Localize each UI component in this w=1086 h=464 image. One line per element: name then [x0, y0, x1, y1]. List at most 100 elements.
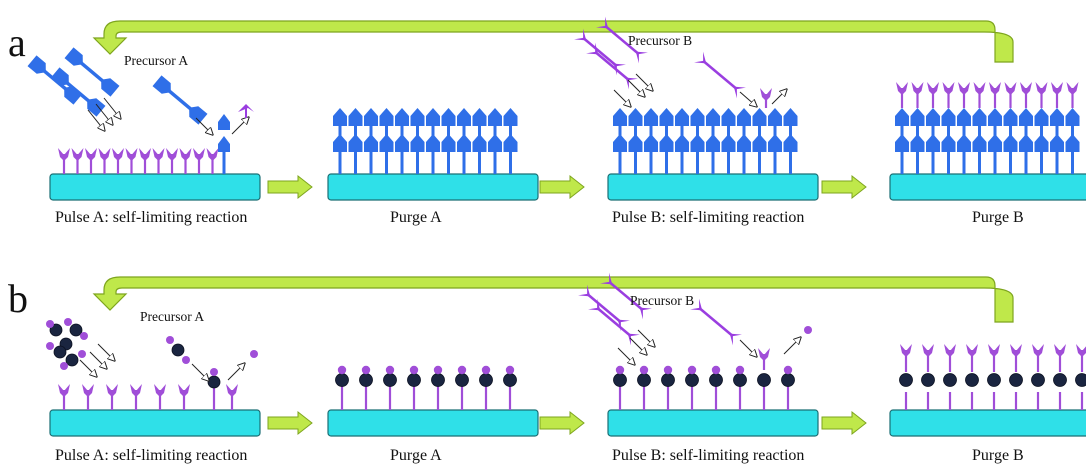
panel-letter-a: a [8, 20, 26, 65]
top-ligand [1076, 344, 1086, 372]
flow-arrow [79, 359, 96, 376]
top-ligand [1004, 82, 1017, 108]
precursor-a-molecule [50, 67, 106, 117]
top-ligand [966, 344, 978, 372]
surface-unit [628, 108, 643, 174]
atom-purple [615, 365, 625, 375]
top-ligand [900, 344, 912, 372]
flow-arrow [637, 329, 654, 346]
atom-purple [481, 365, 491, 375]
surface-unit [379, 108, 394, 174]
surface-unit [426, 108, 440, 174]
substrates [49, 173, 1086, 437]
surface-unit [972, 108, 987, 174]
atom-purple [78, 350, 86, 358]
surface-ligand [58, 384, 70, 410]
atom-dark [503, 373, 517, 387]
atom-purple [361, 365, 371, 375]
atom-dark [733, 373, 747, 387]
atom-purple [783, 365, 793, 375]
top-ligand [1051, 82, 1063, 108]
caption-a-purge-b: Purge B [972, 209, 1024, 226]
cycle-arrow-a [92, 20, 1014, 63]
surface-ligand [139, 148, 151, 174]
atom-purple [505, 365, 515, 375]
surface-unit [613, 108, 627, 174]
surface-unit [410, 108, 425, 174]
atom-purple [457, 365, 467, 375]
surface-unit [690, 108, 705, 174]
substrate [889, 173, 1086, 201]
atom-dark [781, 373, 795, 387]
precursor-b-molecule [596, 16, 648, 64]
top-ligand [911, 82, 924, 108]
flow-arrow [89, 351, 106, 368]
surface-unit [941, 108, 956, 174]
substrate [889, 409, 1086, 437]
atom-dark [1031, 373, 1045, 387]
process-arrow [267, 410, 313, 436]
substrate [607, 173, 819, 201]
surface-unit [706, 108, 720, 174]
surface-unit [348, 108, 363, 174]
surface-unit [472, 108, 487, 174]
atom-dark [1009, 373, 1023, 387]
surface-ligand [106, 384, 118, 410]
atom-purple [735, 365, 745, 375]
flow-arrow [195, 117, 212, 134]
atom-purple [804, 326, 812, 334]
atom-purple [433, 365, 443, 375]
substrate [607, 409, 819, 437]
surface-unit [1019, 108, 1033, 174]
top-ligand [927, 82, 939, 108]
incoming-ligand [758, 348, 770, 370]
panel-letter-b: b [8, 276, 28, 321]
atom-purple [385, 365, 395, 375]
atom-purple [60, 362, 68, 370]
substrate [49, 409, 261, 437]
surface-unit [1034, 108, 1049, 174]
cycle-arrow-b [92, 276, 1014, 323]
surface-unit [737, 108, 751, 174]
flow-arrow [771, 90, 786, 105]
surface-ligand [179, 148, 192, 174]
atom-purple [663, 365, 673, 375]
top-ligand [1035, 82, 1048, 108]
surface-unit [441, 108, 456, 174]
surface-ligand [152, 148, 165, 174]
top-ligand [1020, 82, 1032, 108]
process-arrow [821, 174, 867, 200]
precursor-b-label-panel-b: Precursor B [630, 293, 694, 308]
flow-arrow [97, 343, 114, 360]
flow-arrow [95, 103, 112, 124]
atom-dark [479, 373, 493, 387]
top-ligand [1032, 344, 1044, 372]
substrate [327, 173, 539, 201]
caption-b-pulse-b: Pulse B: self-limiting reaction [612, 447, 804, 464]
incoming-ligand [760, 88, 772, 108]
precursor-a-molecule [152, 75, 208, 125]
caption-a-pulse-b: Pulse B: self-limiting reaction [612, 209, 804, 226]
flow-arrow [635, 73, 652, 90]
surface-ligand [178, 384, 190, 410]
surface-unit [364, 108, 378, 174]
surface-unit [659, 108, 674, 174]
atom-dark [965, 373, 979, 387]
top-ligand [1010, 344, 1022, 372]
surface-unit [488, 108, 502, 174]
process-arrows [267, 174, 867, 436]
process-arrow [267, 174, 313, 200]
atom-dark [1075, 373, 1086, 387]
surface-unit [675, 108, 689, 174]
caption-b-pulse-a: Pulse A: self-limiting reaction [55, 447, 247, 464]
flow-arrow [87, 109, 104, 130]
atom-dark [757, 373, 771, 387]
surface-ligand [98, 148, 111, 174]
precursor-b-molecule [694, 51, 746, 99]
top-ligand [942, 82, 955, 108]
atom-dark [921, 373, 935, 387]
flow-arrow [231, 118, 248, 135]
top-ligand [944, 344, 956, 372]
precursor-a-molecule [64, 47, 120, 97]
